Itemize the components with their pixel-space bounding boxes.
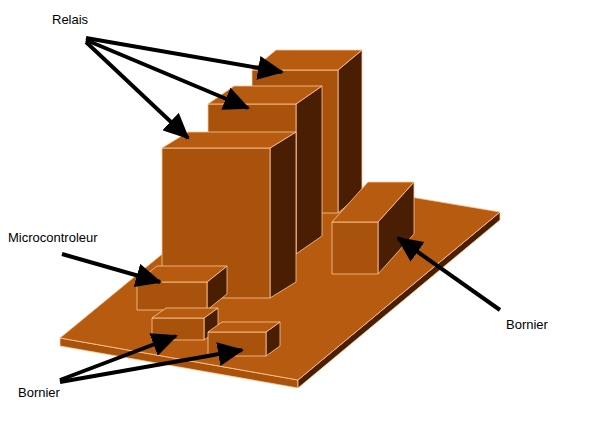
box-front <box>332 222 378 274</box>
leader-lines <box>60 38 500 382</box>
leader-arrow <box>86 40 248 108</box>
terminal-block-part <box>332 182 414 274</box>
pcb-shapes <box>60 50 500 388</box>
leader-arrow <box>86 42 188 138</box>
terminal-block-part <box>208 322 280 356</box>
box-top <box>208 86 322 104</box>
leader-arrow <box>398 238 500 310</box>
box-side <box>270 132 296 298</box>
part-label: Bornier <box>18 385 60 401</box>
leader-arrow <box>62 254 160 282</box>
part-label: Microcontroleur <box>8 230 98 246</box>
microcontroller-part <box>137 266 227 310</box>
box-top <box>332 182 414 222</box>
box-front <box>137 282 207 310</box>
box-side <box>338 50 362 213</box>
box-side <box>296 86 322 254</box>
box-front <box>152 318 204 340</box>
box-top <box>252 50 362 70</box>
leader-arrow <box>60 350 242 382</box>
box-top <box>152 308 218 318</box>
box-top <box>208 322 280 332</box>
part-label: Relais <box>52 12 88 28</box>
leader-arrow <box>86 38 282 72</box>
part-label: Bornier <box>506 317 548 333</box>
